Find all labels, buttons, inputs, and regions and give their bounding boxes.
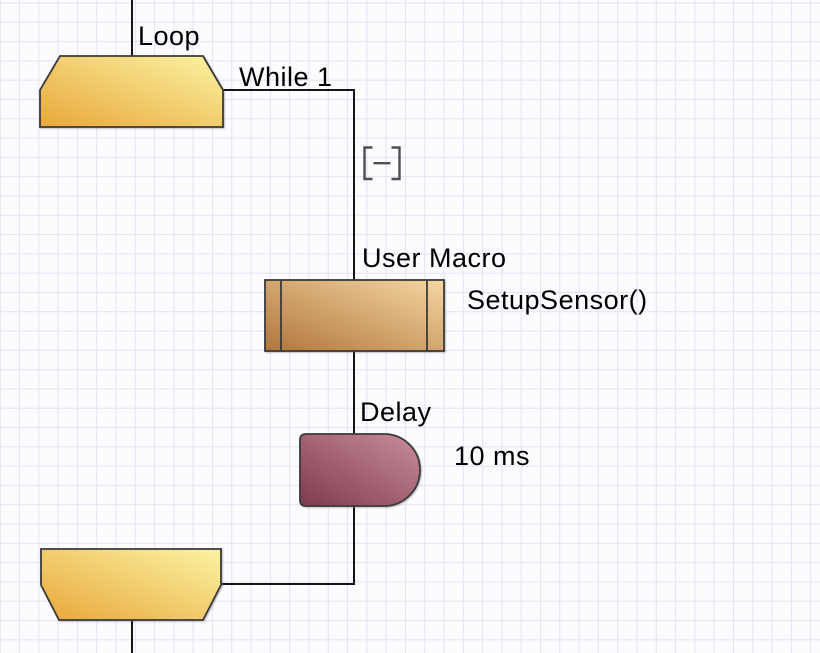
flowchart-shapes	[39, 55, 445, 621]
delay-label: Delay	[360, 397, 432, 427]
user-macro-call-label: SetupSensor()	[467, 285, 648, 315]
delay-duration-label: 10 ms	[454, 441, 531, 471]
loop-start-label: Loop	[138, 21, 201, 51]
user-macro-shape[interactable]	[264, 279, 445, 352]
loop-end-shape[interactable]	[40, 548, 222, 621]
delay-shape[interactable]	[299, 433, 421, 507]
connector-loop-back	[222, 504, 355, 585]
loop-start-shape[interactable]	[39, 55, 224, 128]
connector-while-branch	[222, 89, 355, 282]
bracket-minus-icon	[363, 146, 401, 181]
connectors	[131, 0, 355, 653]
collapse-toggle-button[interactable]	[363, 146, 401, 181]
while-condition-label: While 1	[239, 62, 333, 92]
user-macro-label: User Macro	[362, 243, 507, 273]
